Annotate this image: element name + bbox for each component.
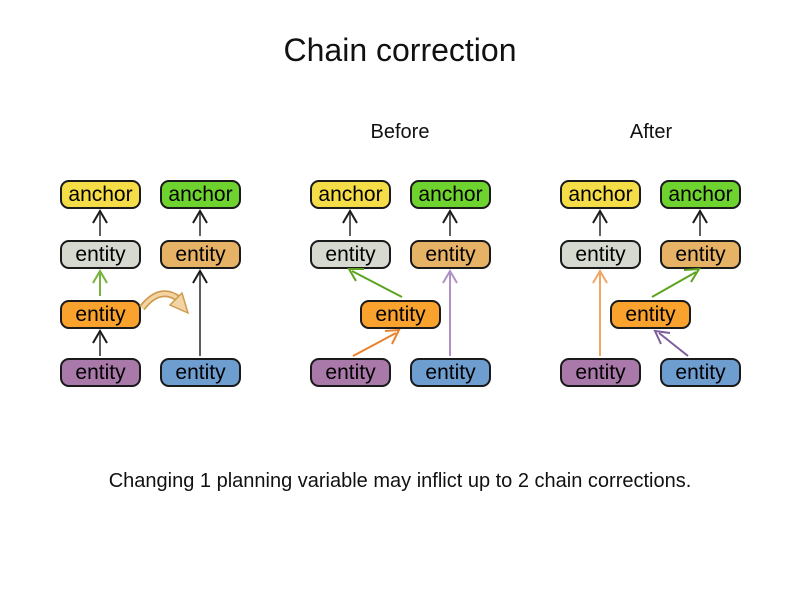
arrow-head [192, 209, 208, 224]
arrow-head [692, 209, 708, 224]
arrow-tan-to-anchor [692, 209, 708, 236]
entity-box: entity [360, 300, 441, 329]
entity-box: entity [660, 358, 741, 387]
arrow-line [352, 332, 397, 357]
arrow-orange-to-tan [651, 267, 701, 298]
entity-box: entity [410, 358, 491, 387]
arrow-head [347, 268, 364, 282]
entity-box: entity [310, 358, 391, 387]
arrow-head [384, 328, 401, 345]
anchor-box: anchor [660, 180, 741, 209]
anchor-box: anchor [410, 180, 491, 209]
arrow-blue-to-tan [192, 269, 208, 356]
arrow-head [192, 269, 208, 284]
arrow-blue-to-tan [442, 269, 458, 356]
entity-box: entity [560, 358, 641, 387]
arrow-tan-to-anchor [442, 209, 458, 236]
arrow-line [651, 271, 697, 298]
arrow-head [92, 329, 108, 344]
page-title: Chain correction [283, 32, 517, 68]
anchor-box: anchor [560, 180, 641, 209]
entity-box: entity [610, 300, 691, 329]
arrow-head [342, 209, 358, 224]
caption: Changing 1 planning variable may inflict… [108, 470, 692, 492]
arrow-head [92, 269, 108, 284]
arrow-blue-to-orange [653, 329, 689, 357]
move-arrow [139, 290, 190, 315]
arrow-head [592, 209, 608, 224]
entity-box: entity [60, 358, 141, 387]
anchor-box: anchor [160, 180, 241, 209]
arrow-head [683, 267, 701, 283]
arrow-purple-to-orange [92, 329, 108, 356]
arrow-purple-to-grey [592, 269, 608, 356]
entity-box: entity [60, 300, 141, 329]
anchor-box: anchor [310, 180, 391, 209]
arrow-purple-to-orange [352, 328, 401, 357]
entity-box: entity [560, 240, 641, 269]
anchor-box: anchor [60, 180, 141, 209]
entity-box: entity [410, 240, 491, 269]
arrow-line [351, 270, 403, 298]
entity-box: entity [60, 240, 141, 269]
arrow-head [442, 269, 458, 284]
arrow-grey-to-anchor [592, 209, 608, 236]
entity-box: entity [160, 358, 241, 387]
arrow-orange-to-grey [347, 268, 403, 298]
arrow-line [658, 332, 689, 357]
arrow-grey-to-anchor [342, 209, 358, 236]
arrow-head [592, 269, 608, 284]
arrow-grey-to-anchor [92, 209, 108, 236]
arrow-head [92, 209, 108, 224]
arrow-head [653, 329, 671, 345]
after-label: After [629, 121, 673, 143]
before-label: Before [370, 121, 430, 143]
move-arrow-head [168, 291, 190, 315]
arrow-head [442, 209, 458, 224]
arrow-orange-to-grey [92, 269, 108, 296]
arrow-tan-to-anchor [192, 209, 208, 236]
move-arrow-body [140, 291, 181, 310]
entity-box: entity [160, 240, 241, 269]
